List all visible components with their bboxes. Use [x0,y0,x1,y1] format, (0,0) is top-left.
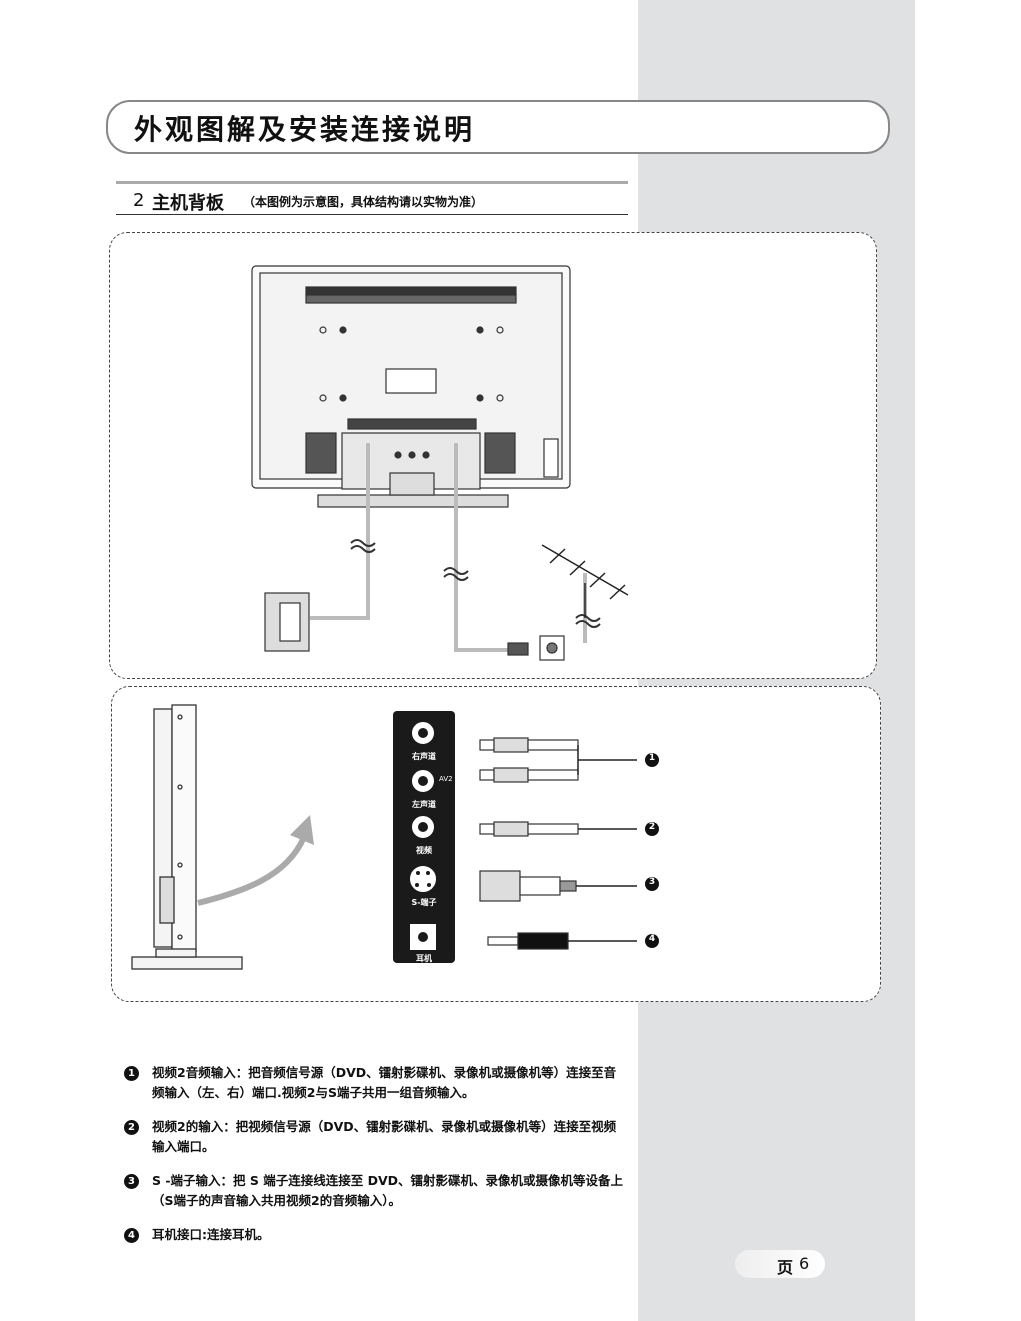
header-banner: 外观图解及安装连接说明 [106,100,890,154]
section-number: 2 [133,190,145,211]
section-title: 主机背板 [152,193,224,214]
note-text: 耳机接口:连接耳机。 [152,1227,270,1242]
note-text: 视频2的输入：把视频信号源（DVD、镭射影碟机、录像机或摄像机等）连接至视频输入… [152,1119,617,1154]
note-number: 4 [124,1228,139,1243]
note-number: 2 [124,1120,139,1135]
jack-label-s-video: S-端子 [411,898,437,907]
jack-label-right: 右声道 [412,752,436,761]
note-item: 1 视频2音频输入：把音频信号源（DVD、镭射影碟机、录像机或摄像机等）连接至音… [124,1063,624,1103]
note-item: 2 视频2的输入：把视频信号源（DVD、镭射影碟机、录像机或摄像机等）连接至视频… [124,1117,624,1157]
note-number: 3 [124,1174,139,1189]
page-number-badge: 页 6 [735,1250,825,1278]
section-note: （本图例为示意图，具体结构请以实物为准） [243,195,484,209]
section-rule-top [116,181,628,184]
callout-1: 1 [648,753,656,763]
note-text: 视频2音频输入：把音频信号源（DVD、镭射影碟机、录像机或摄像机等）连接至音频输… [152,1065,617,1100]
callout-2: 2 [648,822,656,832]
instruction-notes: 1 视频2音频输入：把音频信号源（DVD、镭射影碟机、录像机或摄像机等）连接至音… [124,1063,624,1259]
callout-3: 3 [648,877,656,887]
note-text: S -端子输入：把 S 端子连接线连接至 DVD、镭射影碟机、录像机或摄像机等设… [152,1173,624,1208]
tv-back-diagram [251,265,629,661]
callout-4: 4 [648,934,656,944]
note-item: 3 S -端子输入：把 S 端子连接线连接至 DVD、镭射影碟机、录像机或摄像机… [124,1171,624,1211]
note-number: 1 [124,1066,139,1081]
page-label: 页 [777,1258,794,1277]
page-title: 外观图解及安装连接说明 [134,113,476,146]
page-number: 6 [799,1254,810,1273]
jack-label-left: 左声道 [412,800,436,809]
jack-label-video: 视频 [416,846,432,855]
jack-connection-diagram [131,704,659,970]
section-rule-bottom [116,214,628,215]
jack-label-headphone: 耳机 [416,954,432,963]
av2-group-label: AV2 [439,775,453,783]
tv-back-diagram-panel [109,232,877,679]
note-item: 4 耳机接口:连接耳机。 [124,1225,624,1245]
jack-connection-panel: 右声道 左声道 视频 S-端子 耳机 AV2 1 2 3 4 [111,686,881,1002]
